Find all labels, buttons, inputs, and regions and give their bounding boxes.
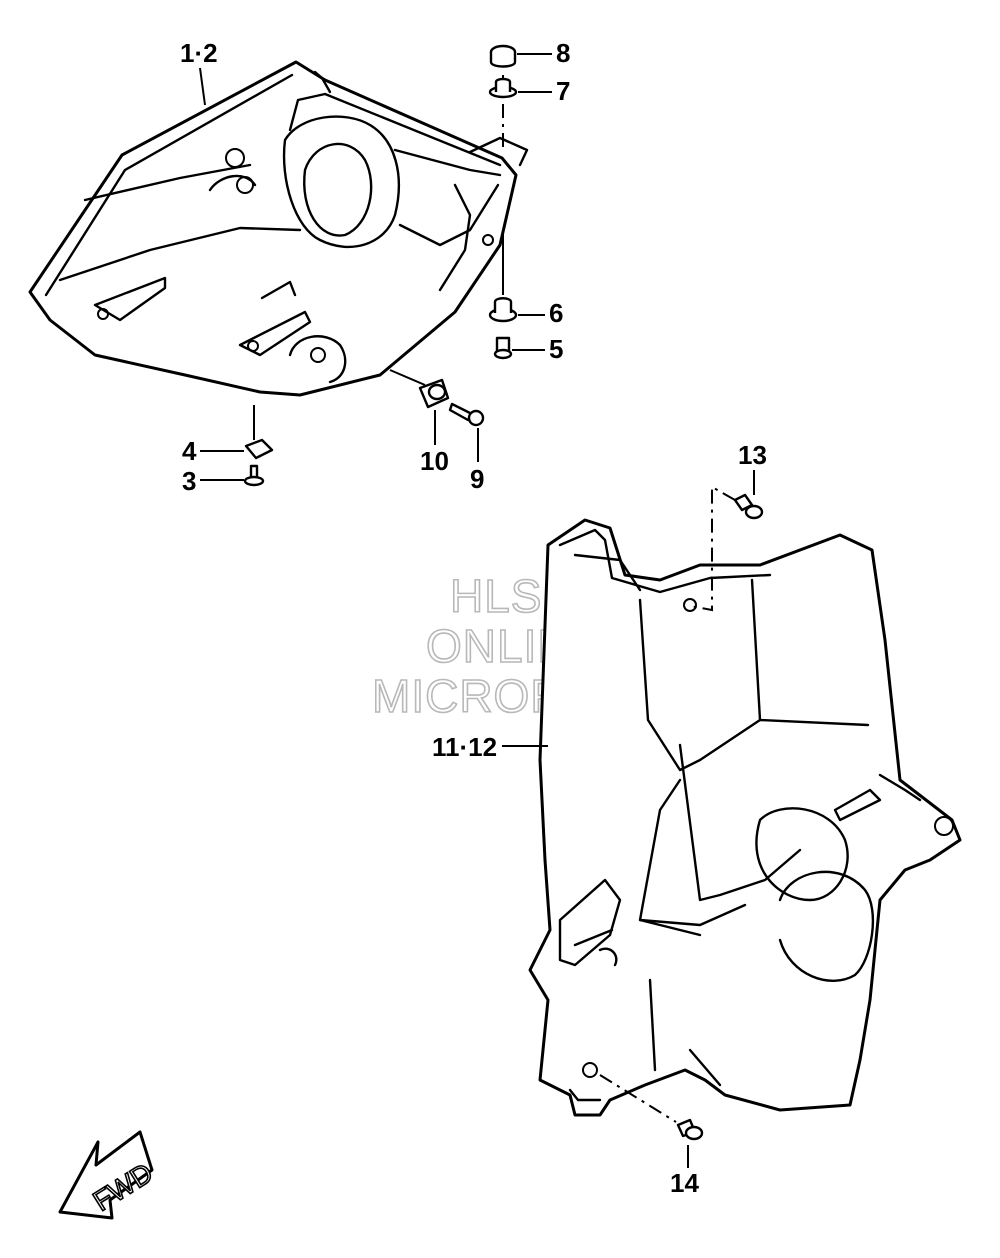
callout-9: 9: [470, 464, 484, 494]
callout-11-12: 11·12: [432, 732, 497, 762]
callout-5: 5: [549, 334, 563, 364]
bolt-part-5[interactable]: [493, 336, 513, 360]
callout-13: 13: [738, 440, 767, 470]
clip-part-13[interactable]: [733, 493, 764, 520]
spacer-part-10[interactable]: [418, 378, 450, 409]
screw-part-3[interactable]: [243, 464, 265, 487]
grommet-part-8[interactable]: [489, 44, 517, 68]
callout-6: 6: [549, 298, 563, 328]
collar-part-6[interactable]: [488, 297, 518, 323]
callout-14: 14: [670, 1168, 699, 1198]
callout-4: 4: [182, 436, 197, 466]
callout-1-2: 1·2: [180, 38, 218, 68]
fwd-direction-arrow: FWD: [58, 1130, 159, 1220]
collar-part-7[interactable]: [488, 77, 518, 99]
callout-3: 3: [182, 466, 196, 496]
nut-part-4[interactable]: [244, 438, 274, 460]
callout-7: 7: [556, 76, 570, 106]
lower-inner-cover-part[interactable]: [528, 518, 962, 1117]
screw-part-9[interactable]: [448, 402, 485, 427]
callout-10: 10: [420, 446, 449, 476]
clip-part-14[interactable]: [676, 1118, 704, 1141]
callout-8: 8: [556, 38, 570, 68]
upper-inner-cover-part[interactable]: [28, 60, 529, 397]
